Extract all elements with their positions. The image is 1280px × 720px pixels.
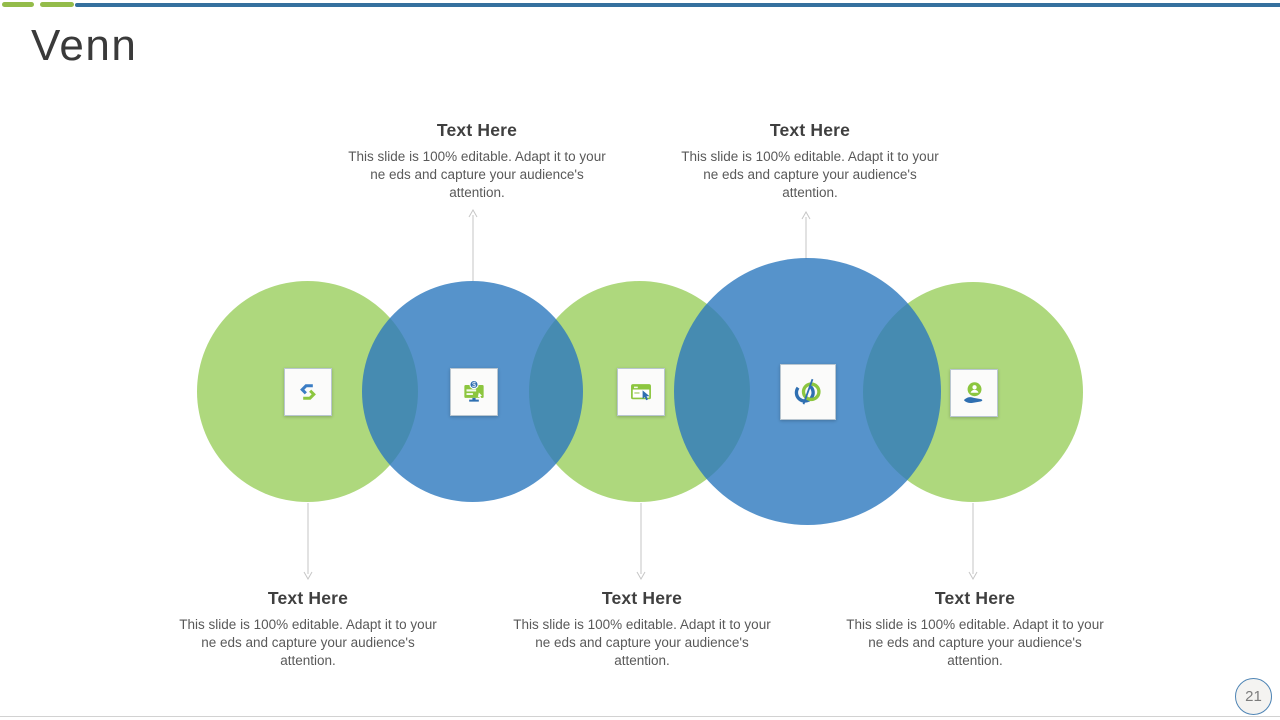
callout-bottom-1[interactable]: Text Here This slide is 100% editable. A… <box>177 588 439 670</box>
callout-body: This slide is 100% editable. Adapt it to… <box>179 617 437 668</box>
monitor-dollar-icon: $ <box>464 379 484 402</box>
topbar-green-dash-1 <box>2 2 34 7</box>
hand-holding-user-icon <box>964 382 983 404</box>
callout-heading: Text Here <box>934 588 1016 608</box>
arrow-down-connector-2 <box>636 503 646 581</box>
arrow-up-connector-2 <box>801 211 811 259</box>
callout-bottom-2[interactable]: Text Here This slide is 100% editable. A… <box>511 588 773 670</box>
page-title[interactable]: Venn <box>31 21 138 70</box>
callout-heading: Text Here <box>769 120 851 140</box>
topbar-green-dash-2 <box>40 2 74 7</box>
callout-body: This slide is 100% editable. Adapt it to… <box>846 617 1104 668</box>
orbit-logo-icon <box>794 378 821 405</box>
click-browser-icon <box>631 384 651 401</box>
icon-plate-1[interactable] <box>284 368 332 416</box>
icon-plate-3[interactable] <box>617 368 665 416</box>
callout-body: This slide is 100% editable. Adapt it to… <box>681 149 939 200</box>
page-number: 21 <box>1245 688 1262 705</box>
callout-heading: Text Here <box>436 120 518 140</box>
callout-top-1[interactable]: Text Here This slide is 100% editable. A… <box>346 120 608 202</box>
topbar-blue-line <box>75 3 1280 7</box>
callout-body: This slide is 100% editable. Adapt it to… <box>348 149 606 200</box>
icon-plate-2[interactable]: $ <box>450 368 498 416</box>
callout-body: This slide is 100% editable. Adapt it to… <box>513 617 771 668</box>
callout-heading: Text Here <box>601 588 683 608</box>
arrow-up-connector-1 <box>468 209 478 281</box>
s-hexagon-logo-icon <box>300 384 316 400</box>
arrow-down-connector-1 <box>303 503 313 581</box>
bottom-divider-line <box>0 716 1280 717</box>
icon-plate-4[interactable] <box>780 364 836 420</box>
callout-heading: Text Here <box>267 588 349 608</box>
icon-plate-5[interactable] <box>950 369 998 417</box>
callout-top-2[interactable]: Text Here This slide is 100% editable. A… <box>679 120 941 202</box>
arrow-down-connector-3 <box>968 503 978 581</box>
svg-text:$: $ <box>472 382 476 389</box>
page-number-badge: 21 <box>1235 678 1272 715</box>
callout-bottom-3[interactable]: Text Here This slide is 100% editable. A… <box>844 588 1106 670</box>
